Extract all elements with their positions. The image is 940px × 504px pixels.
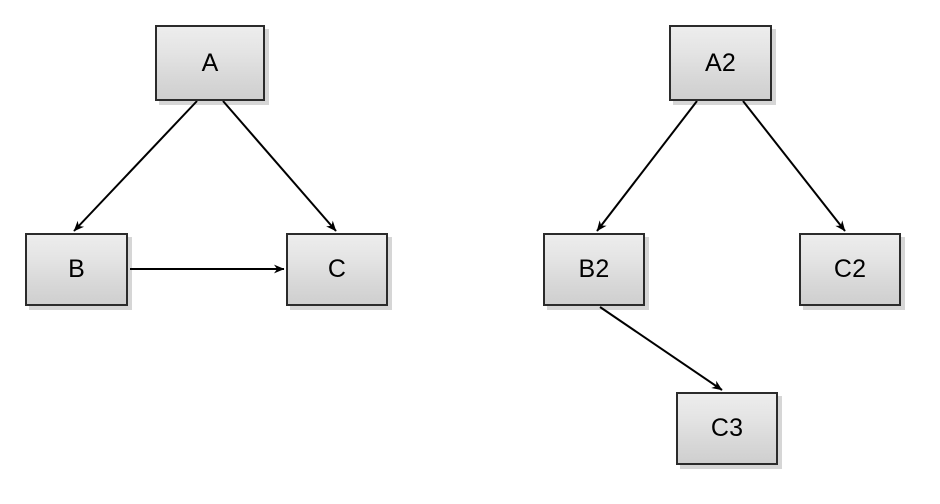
node-label-b2: B2 bbox=[578, 255, 610, 283]
node-label-b: B bbox=[68, 255, 85, 283]
edge-a2-to-b2[interactable] bbox=[596, 100, 698, 232]
node-a[interactable]: A bbox=[155, 25, 265, 101]
node-label-c2: C2 bbox=[833, 255, 867, 283]
node-c[interactable]: C bbox=[286, 233, 388, 306]
node-label-a: A bbox=[201, 48, 219, 77]
edge-a2-to-c2[interactable] bbox=[742, 100, 846, 232]
node-label-a2: A2 bbox=[705, 48, 736, 77]
edge-a-to-b[interactable] bbox=[73, 100, 198, 232]
node-label-c3: C3 bbox=[710, 414, 744, 442]
edge-group bbox=[73, 100, 846, 391]
edge-a-to-c[interactable] bbox=[222, 100, 337, 232]
node-b[interactable]: B bbox=[25, 233, 128, 306]
node-c2[interactable]: C2 bbox=[799, 233, 901, 306]
node-b2[interactable]: B2 bbox=[543, 233, 645, 306]
node-c3[interactable]: C3 bbox=[676, 392, 778, 465]
node-label-c: C bbox=[327, 255, 347, 283]
node-a2[interactable]: A2 bbox=[669, 25, 772, 101]
edge-b2-to-c3[interactable] bbox=[599, 306, 723, 391]
